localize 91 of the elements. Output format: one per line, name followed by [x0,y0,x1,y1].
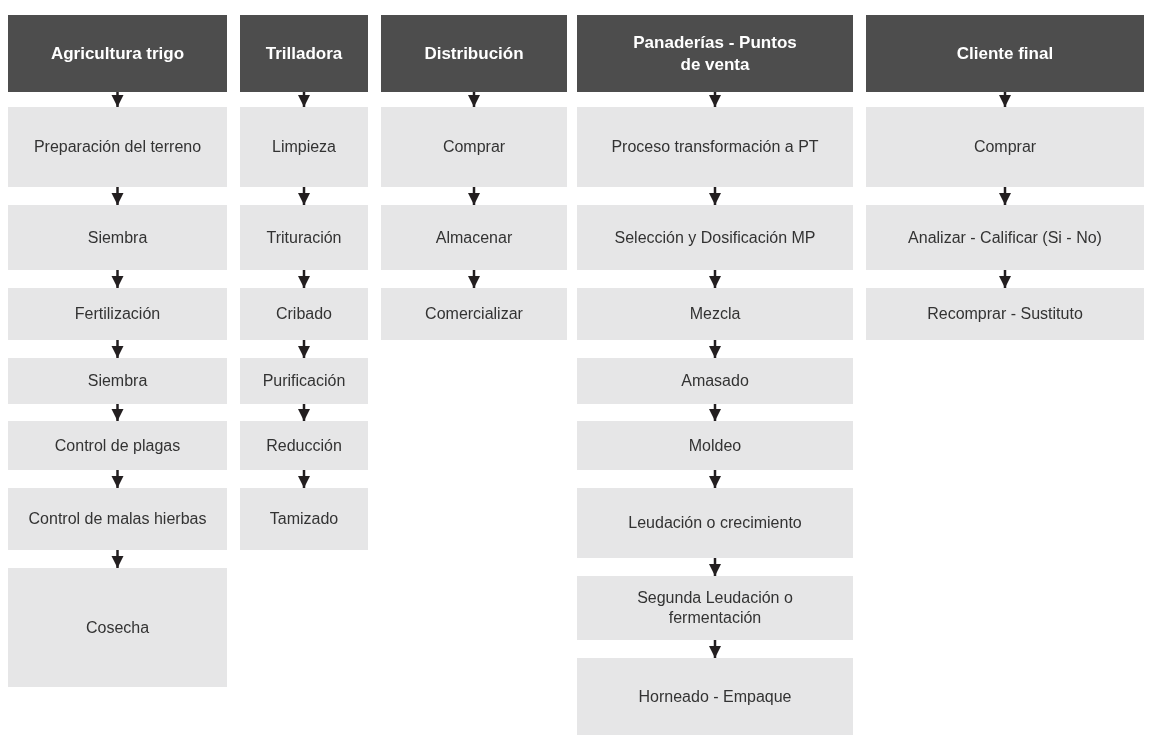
process-box [866,205,1144,270]
column-header [866,15,1144,92]
arrow [297,187,311,205]
process-box [577,488,853,558]
arrow [297,92,311,107]
box-label: Almacenar [435,227,513,248]
process-box [8,568,227,687]
box-label: Analizar - Calificar (Si - No) [908,227,1102,248]
box-label: Proceso transformación a PT [611,137,819,157]
box-label: Cribado [276,304,332,324]
box-label: Amasado [681,371,749,391]
process-box [8,288,227,340]
box-label: Cosecha [85,617,150,638]
box-label: Siembra [87,227,148,248]
arrow [467,92,481,107]
arrow [111,187,124,205]
box-label: Comprar [973,137,1037,157]
box-label: Limpieza [272,137,336,157]
box-label: Fertilización [74,304,161,324]
box-label: Horneado - Empaque [638,686,792,707]
arrow [708,340,722,358]
box-label: Control de malas hierbas [28,509,207,529]
box-label: Agricultura trigo [50,42,185,65]
process-box [866,288,1144,340]
box-label: Siembra [87,371,148,391]
process-box [8,358,227,404]
process-box [381,288,567,340]
process-box [240,358,368,404]
process-box [240,107,368,187]
arrow [708,187,722,205]
process-box [577,576,853,640]
arrow [708,558,722,576]
column-header [577,15,853,92]
box-label: Recomprar - Sustituto [927,304,1083,324]
arrow [708,270,722,288]
process-box [240,488,368,550]
process-box [577,107,853,187]
box-label: Segunda Leudación o fermentación [636,588,794,628]
column-header [8,15,227,92]
arrow [998,270,1012,288]
arrow [708,640,722,658]
column-header [240,15,368,92]
arrow [467,270,481,288]
arrow [297,404,311,421]
process-box [577,288,853,340]
arrow [111,550,124,568]
process-box [240,205,368,270]
process-box [577,421,853,470]
arrow [111,270,124,288]
box-label: Reducción [266,435,342,456]
arrow [297,270,311,288]
box-label: Cliente final [956,42,1054,65]
process-box [8,488,227,550]
box-label: Selección y Dosificación MP [614,227,816,248]
process-box [866,107,1144,187]
box-label: Distribución [424,42,524,65]
process-box [240,421,368,470]
arrow [111,470,124,488]
process-box [577,358,853,404]
arrow [998,187,1012,205]
box-label: Comercializar [425,304,523,324]
box-label: Purificación [262,371,346,391]
box-label: Trituración [266,227,342,248]
process-box [381,107,567,187]
box-label: Panaderías - Puntos de venta [632,32,798,75]
arrow [708,470,722,488]
arrow [297,470,311,488]
box-label: Comprar [442,137,506,157]
arrow [467,187,481,205]
process-box [240,288,368,340]
box-label: Leudación o crecimiento [628,513,802,533]
arrow [998,92,1012,107]
process-box [577,205,853,270]
arrow [708,92,722,107]
column-header [381,15,567,92]
arrow [297,340,311,358]
box-label: Preparación del terreno [33,137,202,157]
process-box [8,421,227,470]
arrow [111,92,124,107]
process-box [8,205,227,270]
process-box [8,107,227,187]
box-label: Mezcla [689,304,741,324]
box-label: Trilladora [265,42,343,65]
box-label: Tamizado [269,509,339,529]
arrow [111,404,124,421]
box-label: Moldeo [688,435,742,456]
arrow [111,340,124,358]
process-box [381,205,567,270]
arrow [708,404,722,421]
process-box [577,658,853,735]
box-label: Control de plagas [54,435,181,456]
